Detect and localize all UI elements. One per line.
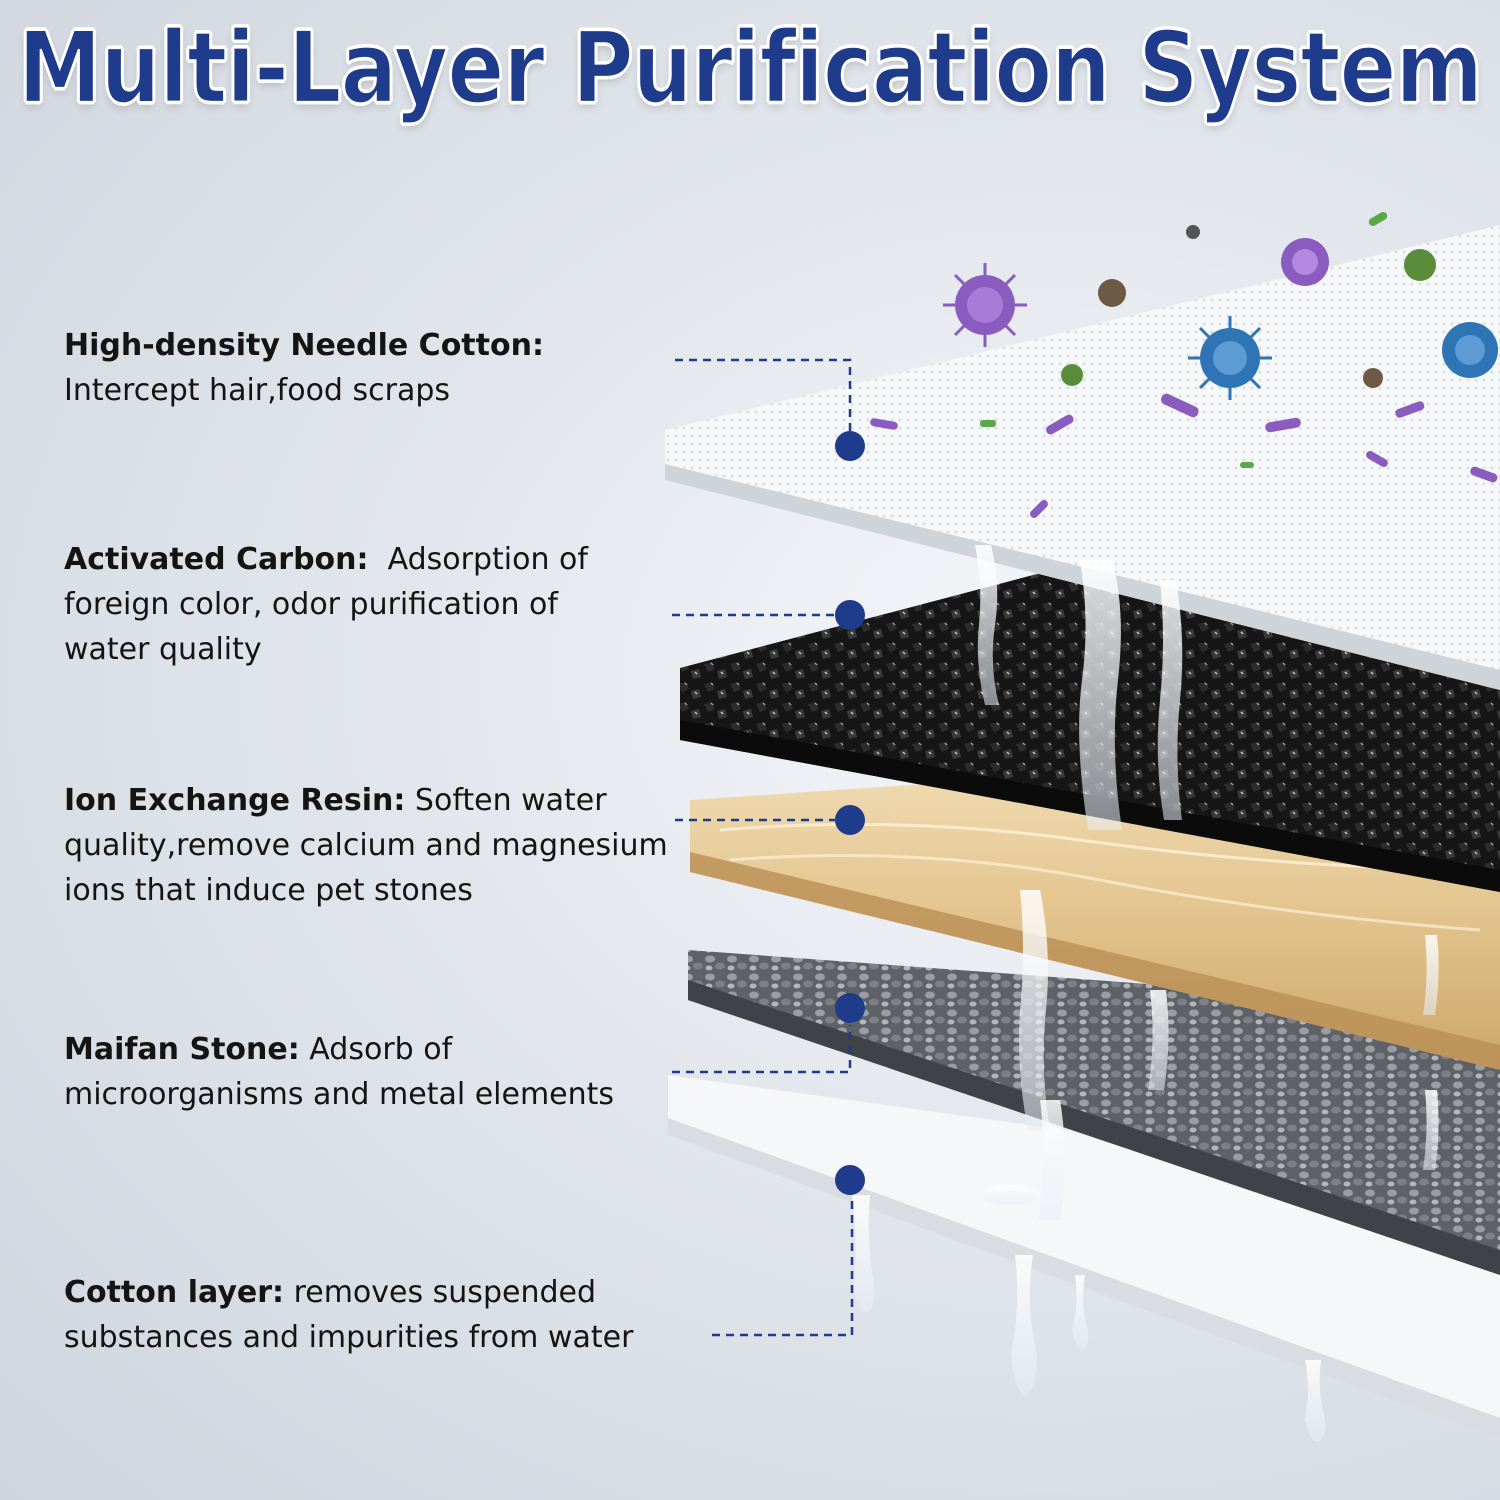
layer-markers bbox=[835, 431, 865, 1195]
layer-description: removes suspended substances and impurit… bbox=[64, 1275, 634, 1355]
layer-label-activated-carbon: Activated Carbon: Adsorption of foreign … bbox=[64, 537, 624, 672]
layer-description: Intercept hair,food scraps bbox=[64, 373, 451, 408]
layer-name: Cotton layer: bbox=[64, 1275, 285, 1310]
virus-icon bbox=[1442, 322, 1498, 378]
layer-description: Soften water quality,remove calcium and … bbox=[64, 783, 668, 908]
particle-icon bbox=[1404, 249, 1436, 281]
layer-name: High-density Needle Cotton: bbox=[64, 328, 544, 363]
layer-label-ion-exchange-resin: Ion Exchange Resin: Soften water quality… bbox=[64, 778, 704, 913]
virus-icon bbox=[1281, 238, 1329, 286]
connector-line-1 bbox=[675, 358, 852, 440]
bacteria-icon bbox=[980, 212, 1388, 468]
particle-icon bbox=[1363, 368, 1383, 388]
layer-label-needle-cotton: High-density Needle Cotton: Intercept ha… bbox=[64, 323, 704, 413]
particle-icon bbox=[1186, 225, 1200, 239]
layer-label-maifan-stone: Maifan Stone: Adsorb of microorganisms a… bbox=[64, 1027, 664, 1117]
water-streams bbox=[852, 545, 1439, 1442]
page-title: Multi-Layer Purification System bbox=[17, 9, 1484, 127]
connector-line-5 bbox=[712, 1195, 854, 1337]
layer-label-cotton-layer: Cotton layer: removes suspended substanc… bbox=[64, 1270, 674, 1360]
bacteria-icon bbox=[870, 393, 1498, 518]
layer-marker-3 bbox=[835, 805, 865, 835]
virus-icon bbox=[943, 263, 1027, 347]
connector-line-4 bbox=[672, 1025, 852, 1074]
virus-icon bbox=[1188, 316, 1272, 400]
layer-marker-2 bbox=[835, 600, 865, 630]
layer-name: Maifan Stone: bbox=[64, 1032, 300, 1067]
particle-icon bbox=[1061, 364, 1083, 386]
maifan-stone-sheet bbox=[688, 950, 1500, 1275]
layer-description: Adsorption of foreign color, odor purifi… bbox=[64, 542, 588, 667]
layer-marker-4 bbox=[835, 993, 865, 1023]
layer-marker-5 bbox=[835, 1165, 865, 1195]
contaminant-particles bbox=[870, 212, 1498, 518]
layer-marker-1 bbox=[835, 431, 865, 461]
layer-name: Ion Exchange Resin: bbox=[64, 783, 406, 818]
particle-icon bbox=[1098, 279, 1126, 307]
connector-lines bbox=[672, 358, 854, 1337]
layer-description: Adsorb of microorganisms and metal eleme… bbox=[64, 1032, 615, 1112]
layer-name: Activated Carbon: bbox=[64, 542, 369, 577]
